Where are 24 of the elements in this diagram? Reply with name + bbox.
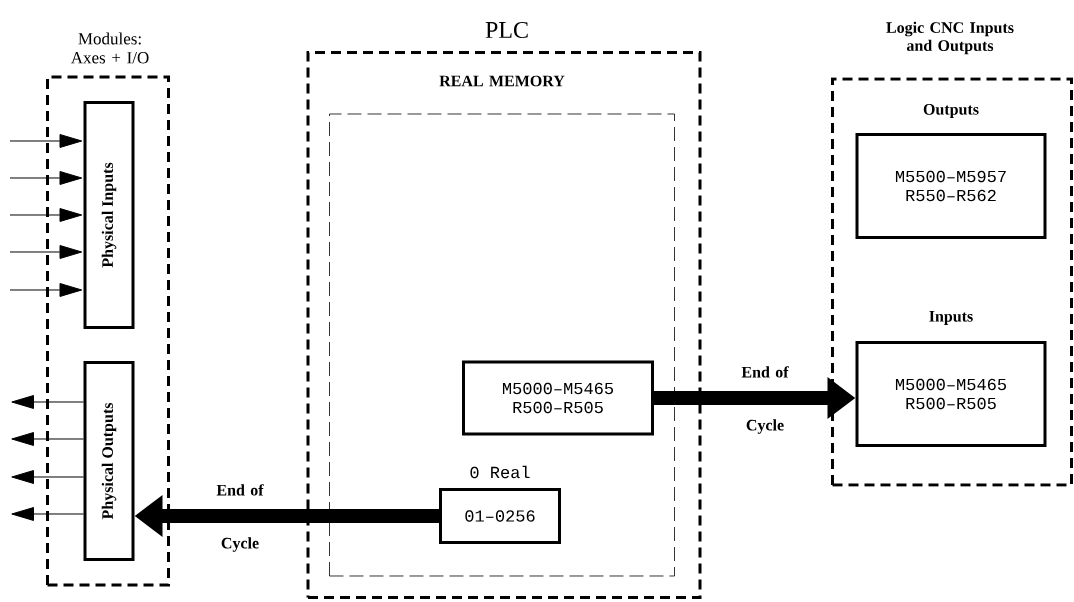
register-box: M5500–M5957 R550–R562 (855, 133, 1047, 239)
arrow (9, 245, 83, 259)
heading: Logic CNC Inputs and Outputs (886, 21, 1014, 55)
arrow (11, 432, 84, 446)
arrow (9, 134, 83, 148)
arrow (11, 470, 84, 484)
edge-label: End of Cycle (216, 484, 264, 552)
inputs-box: Physical Inputs (83, 101, 135, 329)
register-box: M5000–M5465 R500–R505 (855, 341, 1047, 447)
arrow (9, 208, 83, 222)
heading: PLC (485, 21, 528, 39)
arrow (9, 283, 83, 297)
register-box: 01–0256 (439, 488, 561, 544)
edge-label: End of Cycle (741, 366, 789, 434)
heading: REAL MEMORY (439, 75, 565, 87)
heading: Inputs (929, 311, 973, 325)
arrow (11, 395, 84, 409)
arrow (9, 171, 83, 185)
heading: Modules: Axes + I/O (70, 32, 149, 64)
outputs-box: Physical Outputs (83, 361, 135, 561)
register-box: M5000–M5465 R500–R505 (462, 360, 654, 436)
arrow (11, 507, 84, 521)
register-label: 0 Real (470, 465, 530, 479)
heading: Outputs (923, 104, 979, 118)
